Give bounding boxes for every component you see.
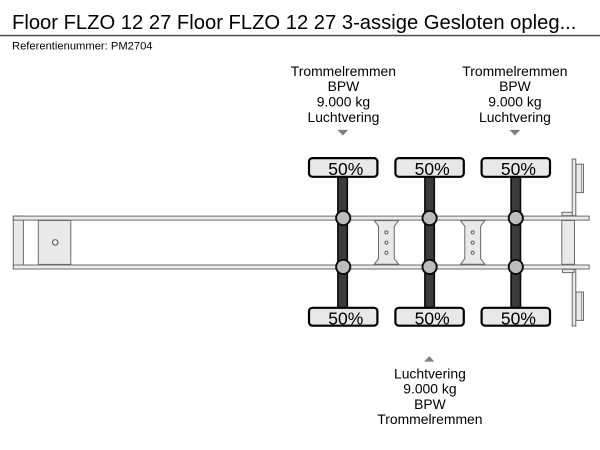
svg-text:9.000 kg: 9.000 kg (488, 94, 541, 110)
svg-text:Referentienummer: PM2704: Referentienummer: PM2704 (12, 40, 153, 52)
svg-text:Luchtvering: Luchtvering (394, 365, 466, 381)
svg-text:50%: 50% (501, 159, 536, 179)
svg-text:Trommelremmen: Trommelremmen (462, 63, 567, 79)
svg-text:50%: 50% (328, 309, 363, 329)
svg-text:BPW: BPW (499, 78, 532, 94)
svg-text:Trommelremmen: Trommelremmen (291, 63, 396, 79)
svg-text:Luchtvering: Luchtvering (307, 109, 379, 125)
svg-text:9.000 kg: 9.000 kg (403, 381, 456, 397)
svg-text:BPW: BPW (414, 396, 447, 412)
svg-text:Luchtvering: Luchtvering (479, 109, 551, 125)
svg-text:Trommelremmen: Trommelremmen (377, 411, 482, 427)
svg-text:BPW: BPW (328, 78, 361, 94)
svg-text:50%: 50% (501, 309, 536, 329)
svg-text:50%: 50% (415, 309, 450, 329)
svg-text:50%: 50% (415, 159, 450, 179)
svg-text:50%: 50% (328, 159, 363, 179)
svg-text:9.000 kg: 9.000 kg (317, 94, 370, 110)
svg-text:Floor FLZO 12 27 Floor FLZO 12: Floor FLZO 12 27 Floor FLZO 12 27 3-assi… (12, 12, 576, 34)
